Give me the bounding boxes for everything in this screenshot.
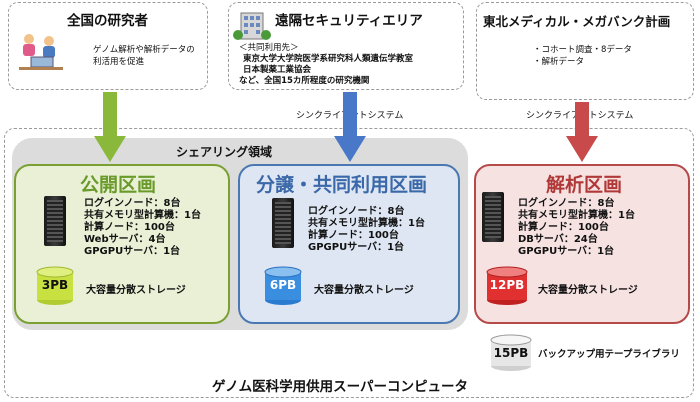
region-shared-spec: 計算ノード：100台 [308,230,399,241]
region-analysis-title: 解析区画 [546,174,623,196]
researchers-box: 全国の研究者 ゲノム解析や解析データの 利活用を促進 [8,2,208,90]
storage-analysis-label: 大容量分散ストレージ [538,285,638,296]
backup-value: 15PB [493,346,529,360]
researchers-desc-2: 利活用を促進 [93,57,145,67]
arrow-down-blue [334,92,366,162]
remote-area-title: 遠隔セキュリティエリア [275,13,423,29]
remote-area-line-1: ＜共同利用先＞ [239,43,299,53]
storage-analysis-value: 12PB [489,278,525,292]
building-icon [233,12,271,40]
arrow-down-red [566,102,598,162]
region-public-spec: 共有メモリ型計算機：1台 [84,210,201,221]
storage-cylinder-icon: 3PB [36,266,74,306]
backup-tape-icon: 15PB [490,334,532,372]
tohoku-item-2: ・解析データ [533,57,585,67]
researchers-desc-1: ゲノム解析や解析データの [93,45,195,55]
server-rack-icon [44,196,66,246]
tohoku-title: 東北メディカル・メガバンク計画 [483,14,671,29]
storage-public-label: 大容量分散ストレージ [86,285,186,296]
server-rack-icon [482,192,504,242]
region-public-spec: Webサーバ：4台 [84,234,166,245]
region-public-spec: ログインノード：8台 [84,198,181,209]
arrow-down-green [94,92,126,162]
storage-shared-value: 6PB [269,278,297,292]
sharing-area-label: シェアリング領域 [176,145,273,159]
region-analysis-spec: 共有メモリ型計算機：1台 [518,210,635,221]
region-analysis-spec: ログインノード：8台 [518,198,615,209]
region-analysis-spec: GPGPUサーバ：1台 [518,246,615,257]
storage-cylinder-icon: 6PB [264,266,302,306]
tohoku-item-1: ・コホート調査・8データ [533,45,632,55]
region-shared-spec: ログインノード：8台 [308,206,405,217]
region-shared-spec: 共有メモリ型計算機：1台 [308,218,425,229]
region-public-spec: GPGPUサーバ：1台 [84,246,181,257]
region-public-spec: 計算ノード：100台 [84,222,175,233]
server-rack-icon [272,198,294,248]
remote-area-box: 遠隔セキュリティエリア ＜共同利用先＞ 東京大学大学院医学系研究科人類遺伝学教室… [228,2,464,90]
storage-shared-label: 大容量分散ストレージ [314,285,414,296]
remote-area-line-3: 日本製薬工業協会 [243,65,312,75]
backup-label: バックアップ用テープライブラリ [538,349,680,360]
region-analysis-spec: DBサーバ：24台 [518,234,598,245]
supercomputer-title: ゲノム医科学用供用スーパーコンピュータ [212,379,468,395]
region-public-title: 公開区画 [80,174,157,196]
region-shared-title: 分譲・共同利用区画 [256,174,428,196]
region-shared-spec: GPGPUサーバ：1台 [308,242,405,253]
tohoku-box: 東北メディカル・メガバンク計画 ・コホート調査・8データ ・解析データ [476,2,694,100]
remote-area-line-4: など、全国15カ所程度の研究機関 [239,76,370,86]
people-at-computer-icon [19,34,63,70]
remote-area-line-2: 東京大学大学院医学系研究科人類遺伝学教室 [243,54,414,64]
researchers-title: 全国の研究者 [67,13,148,29]
storage-public-value: 3PB [41,278,69,292]
region-analysis-spec: 計算ノード：100台 [518,222,609,233]
storage-cylinder-icon: 12PB [486,266,528,306]
